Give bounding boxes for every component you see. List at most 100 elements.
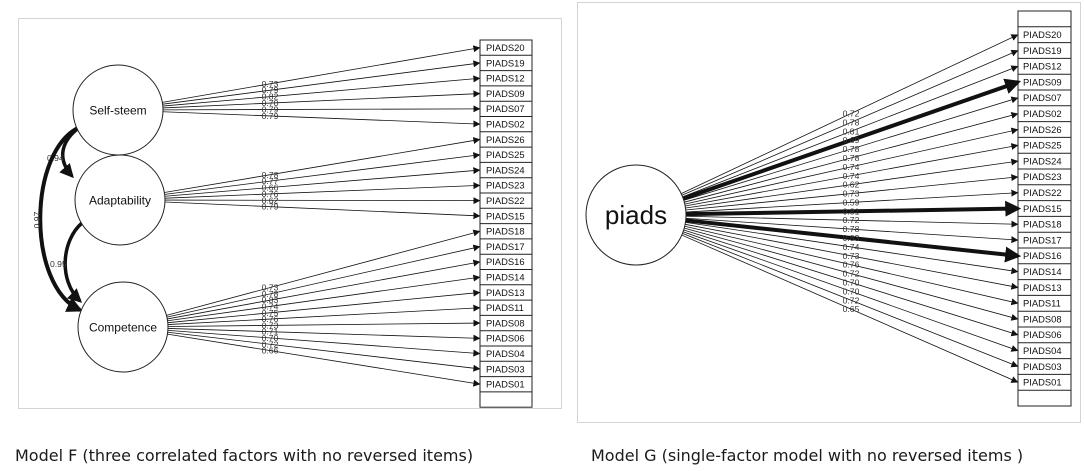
loading-path-piads07 bbox=[162, 105, 481, 113]
item-label-piads04: PIADS04 bbox=[1023, 345, 1062, 356]
loading-value-piads04: 0.70 bbox=[262, 333, 279, 343]
loading-value-piads25: 0.74 bbox=[843, 171, 860, 181]
item-label-piads03: PIADS03 bbox=[486, 363, 525, 374]
loading-value-piads25: 0.77 bbox=[262, 176, 279, 186]
loading-value-piads16: 0.83 bbox=[262, 295, 279, 305]
item-label-piads14: PIADS14 bbox=[1023, 266, 1062, 277]
loading-path-piads01 bbox=[681, 234, 1019, 383]
model-g-panel: PIADS20PIADS19PIADS12PIADS09PIADS07PIADS… bbox=[577, 2, 1081, 423]
model-f-frame bbox=[18, 18, 562, 409]
loading-value-piads24: 0.66 bbox=[262, 183, 279, 193]
loading-path-piads26 bbox=[684, 127, 1019, 205]
loading-path-piads15 bbox=[685, 200, 1022, 217]
loading-value-piads15: 0.79 bbox=[262, 202, 279, 212]
loading-path-piads25 bbox=[685, 143, 1019, 207]
item-label-piads20: PIADS20 bbox=[1023, 29, 1062, 40]
loading-path-piads06 bbox=[167, 328, 481, 342]
loading-value-piads01: 0.66 bbox=[262, 346, 279, 356]
loading-path-piads13 bbox=[167, 289, 481, 324]
loading-path-piads04 bbox=[167, 329, 481, 357]
item-label-piads12: PIADS12 bbox=[486, 73, 525, 84]
loading-path-piads18 bbox=[166, 229, 481, 316]
item-label-piads15: PIADS15 bbox=[1023, 203, 1062, 214]
loading-value-piads09: 0.69 bbox=[843, 135, 860, 145]
item-label-piads13: PIADS13 bbox=[486, 287, 525, 298]
item-label-piads11: PIADS11 bbox=[486, 302, 524, 313]
loading-value-piads18: 0.72 bbox=[843, 215, 860, 225]
model-f-caption: Model F (three correlated factors with n… bbox=[15, 446, 474, 465]
loading-value-piads08: 0.72 bbox=[843, 269, 860, 279]
model-f-panel: PIADS20PIADS19PIADS12PIADS09PIADS07PIADS… bbox=[18, 18, 562, 409]
loading-value-piads24: 0.62 bbox=[843, 180, 860, 190]
model-g-item-column bbox=[1017, 10, 1072, 407]
loading-path-piads24 bbox=[164, 167, 481, 197]
factor-adaptability bbox=[74, 154, 166, 246]
loading-value-piads17: 0.78 bbox=[843, 224, 860, 234]
loading-value-piads16: 0.83 bbox=[843, 233, 860, 243]
item-label-piads15: PIADS15 bbox=[486, 210, 525, 221]
loading-path-piads09 bbox=[682, 78, 1022, 201]
loading-value-piads12: 0.82 bbox=[262, 92, 279, 102]
loading-path-piads06 bbox=[683, 229, 1019, 337]
loading-value-piads26: 0.78 bbox=[262, 170, 279, 180]
loading-path-piads26 bbox=[164, 137, 481, 193]
loading-path-piads23 bbox=[685, 174, 1019, 211]
correlation-value-adaptability-competence: 0.95 bbox=[50, 259, 67, 269]
loading-path-piads19 bbox=[681, 49, 1019, 196]
item-label-piads07: PIADS07 bbox=[486, 103, 525, 114]
loading-value-piads14: 0.74 bbox=[843, 242, 860, 252]
loading-value-piads11: 0.76 bbox=[843, 260, 860, 270]
loading-path-piads08 bbox=[684, 227, 1019, 321]
item-label-piads08: PIADS08 bbox=[1023, 313, 1062, 324]
loading-value-piads23: 0.73 bbox=[843, 189, 860, 199]
factor-label-adaptability: Adaptability bbox=[89, 194, 151, 208]
loading-value-piads09: 0.70 bbox=[262, 98, 279, 108]
loading-path-piads09 bbox=[162, 90, 481, 109]
loading-value-piads04: 0.70 bbox=[843, 286, 860, 296]
loading-path-piads17 bbox=[166, 244, 481, 318]
loading-value-piads22: 0.62 bbox=[262, 195, 279, 205]
loading-value-piads03: 0.72 bbox=[262, 339, 279, 349]
factor-competence bbox=[77, 281, 169, 373]
correlation-adaptability-competence bbox=[63, 210, 96, 303]
loading-path-piads04 bbox=[682, 231, 1019, 352]
item-label-piads06: PIADS06 bbox=[1023, 329, 1062, 340]
loading-path-piads15 bbox=[164, 201, 481, 220]
factor-label-piads: piads bbox=[605, 200, 667, 230]
loading-value-piads08: 0.73 bbox=[262, 320, 279, 330]
item-label-piads08: PIADS08 bbox=[486, 317, 525, 328]
loading-value-piads23: 0.76 bbox=[262, 189, 279, 199]
loading-value-piads07: 0.78 bbox=[843, 144, 860, 154]
model-g-caption: Model G (single-factor model with no rev… bbox=[591, 446, 1024, 465]
correlation-value-self-competence: 0.97 bbox=[32, 211, 42, 228]
loading-value-piads02: 0.78 bbox=[843, 153, 860, 163]
item-label-piads01: PIADS01 bbox=[1023, 377, 1062, 388]
loading-path-piads22 bbox=[685, 189, 1019, 213]
item-label-piads04: PIADS04 bbox=[486, 348, 525, 359]
loading-path-piads02 bbox=[162, 111, 481, 128]
loading-path-piads16 bbox=[167, 259, 481, 320]
loading-value-piads20: 0.72 bbox=[843, 109, 860, 119]
item-label-piads16: PIADS16 bbox=[1023, 250, 1062, 261]
loading-path-piads20 bbox=[681, 34, 1019, 195]
item-label-piads18: PIADS18 bbox=[486, 226, 525, 237]
loading-path-piads11 bbox=[684, 225, 1019, 306]
loading-value-piads14: 0.74 bbox=[262, 301, 279, 311]
loading-path-piads25 bbox=[164, 152, 481, 195]
loading-value-piads26: 0.74 bbox=[843, 162, 860, 172]
item-label-piads26: PIADS26 bbox=[486, 134, 525, 145]
loading-value-piads02: 0.79 bbox=[262, 111, 279, 121]
loading-value-piads20: 0.73 bbox=[262, 79, 279, 89]
item-label-piads20: PIADS20 bbox=[486, 42, 525, 53]
correlation-value-self-adaptability: 0.94 bbox=[47, 153, 64, 163]
loading-path-piads18 bbox=[685, 215, 1019, 228]
item-label-piads01: PIADS01 bbox=[486, 379, 525, 390]
item-label-piads24: PIADS24 bbox=[1023, 155, 1062, 166]
loading-path-piads23 bbox=[164, 182, 481, 199]
item-label-piads22: PIADS22 bbox=[486, 195, 525, 206]
loading-path-piads07 bbox=[683, 96, 1019, 201]
factor-label-competence: Competence bbox=[89, 321, 157, 335]
item-label-piads07: PIADS07 bbox=[1023, 92, 1062, 103]
loading-path-piads12 bbox=[682, 65, 1019, 198]
item-label-piads18: PIADS18 bbox=[1023, 219, 1062, 230]
